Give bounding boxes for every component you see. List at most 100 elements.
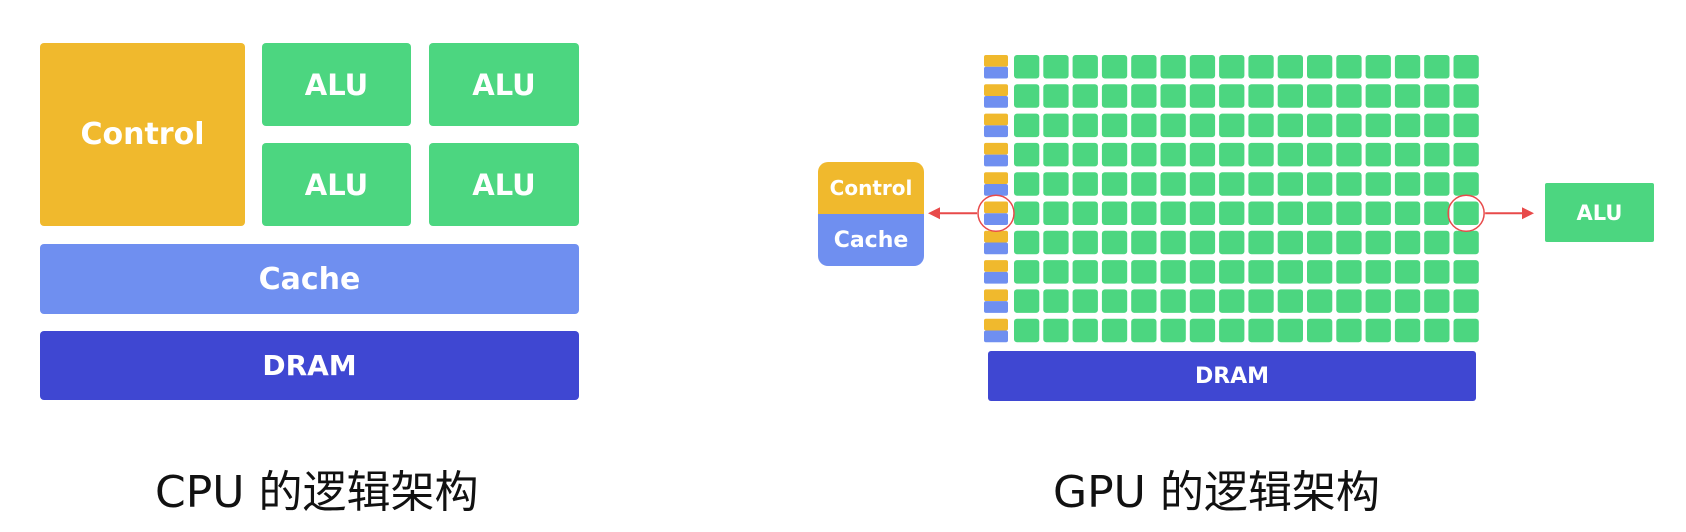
gpu-detail-alu: ALU (1545, 183, 1654, 242)
gpu-alu-cell (1394, 113, 1421, 138)
gpu-alu-cell (1336, 289, 1362, 313)
gpu-alu-cell (1307, 260, 1333, 284)
gpu-alu-cell (1131, 289, 1157, 313)
gpu-alu-cell (1248, 230, 1274, 255)
gpu-alu-cell (1014, 142, 1040, 167)
gpu-alu-cell (1014, 172, 1040, 196)
gpu-alu-cell (1072, 289, 1098, 313)
gpu-alu-cell (1453, 318, 1479, 343)
gpu-alu-cell (1307, 289, 1333, 313)
gpu-alu-cell (1277, 201, 1303, 225)
gpu-alu-cell (1131, 318, 1157, 343)
gpu-alu-cell (1277, 172, 1303, 196)
gpu-alu-cell (1014, 289, 1040, 313)
gpu-alu-cell (1072, 113, 1098, 138)
gpu-alu-cell (1277, 142, 1303, 167)
gpu-alu-cell (1131, 172, 1157, 196)
cpu-alu-block: ALU (262, 43, 411, 126)
gpu-alu-cell (1248, 84, 1274, 108)
gpu-alu-cell (1072, 230, 1098, 255)
gpu-alu-cell (1043, 55, 1069, 79)
gpu-alu-cell (1307, 201, 1333, 225)
gpu-row-control (984, 84, 1008, 97)
gpu-alu-cell (1014, 230, 1040, 255)
gpu-alu-cell (1336, 142, 1362, 167)
gpu-alu-cell (1131, 230, 1157, 255)
gpu-alu-cell (1365, 201, 1391, 225)
gpu-alu-cell (1101, 230, 1128, 255)
gpu-row-cache (984, 183, 1008, 196)
cpu-dram-block: DRAM (40, 331, 579, 400)
gpu-alu-cell (1394, 289, 1421, 313)
gpu-alu-cell (1453, 201, 1479, 225)
gpu-alu-cell (1043, 172, 1069, 196)
gpu-alu-cell (1043, 289, 1069, 313)
gpu-detail-cache: Cache (818, 214, 924, 266)
gpu-alu-cell (1160, 201, 1186, 225)
gpu-alu-cell (1043, 113, 1069, 138)
gpu-alu-cell (1365, 230, 1391, 255)
gpu-row-control (984, 113, 1008, 126)
gpu-row-cache (984, 271, 1008, 284)
gpu-alu-cell (1277, 260, 1303, 284)
gpu-alu-cell (1014, 84, 1040, 108)
gpu-alu-cell (1365, 289, 1391, 313)
gpu-alu-cell (1160, 289, 1186, 313)
gpu-alu-cell (1453, 230, 1479, 255)
gpu-alu-cell (1365, 142, 1391, 167)
gpu-alu-cell (1453, 172, 1479, 196)
gpu-alu-cell (1277, 230, 1303, 255)
gpu-alu-cell (1101, 201, 1128, 225)
gpu-alu-cell (1101, 260, 1128, 284)
cpu-control-block: Control (40, 43, 245, 226)
gpu-row-control (984, 142, 1008, 155)
gpu-alu-cell (1394, 142, 1421, 167)
cpu-cache-block: Cache (40, 244, 579, 314)
gpu-detail-control: Control (818, 162, 924, 214)
gpu-alu-cell (1072, 318, 1098, 343)
gpu-alu-cell (1072, 84, 1098, 108)
gpu-row-cache (984, 213, 1008, 225)
gpu-alu-cell (1248, 172, 1274, 196)
gpu-alu-cell (1277, 113, 1303, 138)
gpu-alu-cell (1014, 260, 1040, 284)
gpu-alu-cell (1219, 318, 1245, 343)
gpu-alu-cell (1160, 113, 1186, 138)
gpu-row-cache (984, 125, 1008, 138)
arrow-left-head (928, 207, 940, 220)
gpu-alu-cell (1101, 289, 1128, 313)
gpu-alu-cell (1219, 172, 1245, 196)
gpu-alu-cell (1219, 289, 1245, 313)
gpu-row-cache (984, 330, 1008, 343)
gpu-alu-cell (1365, 55, 1391, 79)
gpu-alu-cell (1424, 318, 1450, 343)
gpu-alu-cell (1189, 201, 1216, 225)
gpu-alu-cell (1248, 55, 1274, 79)
gpu-alu-cell (1160, 142, 1186, 167)
gpu-alu-cell (1248, 318, 1274, 343)
gpu-alu-cell (1043, 142, 1069, 167)
cpu-alu-block: ALU (262, 143, 411, 226)
gpu-alu-cell (1219, 260, 1245, 284)
gpu-alu-cell (1189, 113, 1216, 138)
gpu-alu-cell (1043, 84, 1069, 108)
gpu-alu-cell (1219, 84, 1245, 108)
gpu-alu-cell (1307, 55, 1333, 79)
gpu-control-cache-detail: Control Cache (818, 162, 924, 266)
gpu-alu-cell (1365, 84, 1391, 108)
gpu-alu-cell (1014, 318, 1040, 343)
gpu-alu-cell (1394, 230, 1421, 255)
gpu-alu-cell (1424, 172, 1450, 196)
gpu-alu-cell (1336, 318, 1362, 343)
gpu-alu-cell (1365, 318, 1391, 343)
gpu-row-control (984, 230, 1008, 243)
gpu-row-control (984, 318, 1008, 331)
gpu-alu-cell (1131, 201, 1157, 225)
gpu-alu-cell (1072, 201, 1098, 225)
gpu-alu-cell (1160, 260, 1186, 284)
cpu-alu-block: ALU (429, 143, 579, 226)
gpu-row-control (984, 289, 1008, 302)
gpu-alu-cell (1424, 201, 1450, 225)
gpu-alu-cell (1394, 318, 1421, 343)
